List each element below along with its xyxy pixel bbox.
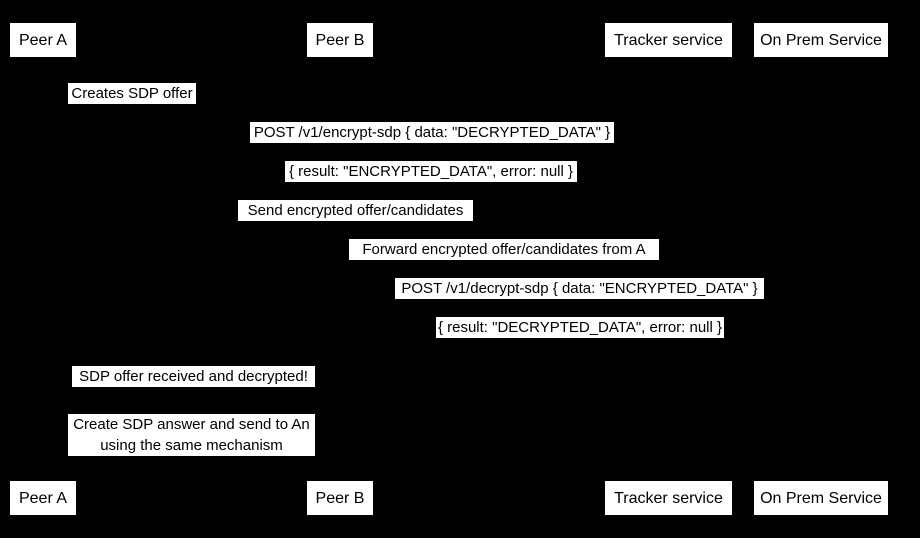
participant-box-peer-b-bottom[interactable]: Peer B [307, 481, 373, 515]
participant-box-on-prem-top[interactable]: On Prem Service [754, 23, 888, 57]
participant-box-on-prem-bottom[interactable]: On Prem Service [754, 481, 888, 515]
lifeline-on-prem [821, 57, 822, 481]
message-label-post-decrypt-sdp: POST /v1/decrypt-sdp { data: "ENCRYPTED_… [395, 278, 764, 299]
lifeline-peer-b [340, 57, 341, 481]
message-label-creates-sdp-offer: Creates SDP offer [68, 83, 196, 104]
participant-box-tracker-bottom[interactable]: Tracker service [605, 481, 732, 515]
arrow-line-post-decrypt-sdp [340, 260, 821, 261]
message-label-post-encrypt-sdp: POST /v1/encrypt-sdp { data: "DECRYPTED_… [250, 122, 614, 143]
arrow-line-decrypt-sdp-result [340, 299, 821, 300]
message-label-decrypt-sdp-result: { result: "DECRYPTED_DATA", error: null … [436, 317, 724, 338]
message-label-create-sdp-answer-line-2: using the same mechanism [100, 437, 283, 454]
message-label-sdp-offer-received: SDP offer received and decrypted! [72, 366, 315, 387]
message-label-encrypt-sdp-result: { result: "ENCRYPTED_DATA", error: null … [285, 161, 577, 182]
participant-box-peer-a-bottom[interactable]: Peer A [10, 481, 76, 515]
message-label-send-encrypted-offer: Send encrypted offer/candidates [238, 200, 473, 221]
arrow-line-forward-encrypted-offer [340, 221, 668, 222]
arrow-line-post-encrypt-sdp [43, 104, 821, 105]
participant-box-tracker-top[interactable]: Tracker service [605, 23, 732, 57]
arrow-line-encrypt-sdp-result [43, 143, 821, 144]
message-label-forward-encrypted-offer: Forward encrypted offer/candidates from … [349, 239, 659, 260]
lifeline-peer-a [43, 57, 44, 481]
participant-box-peer-a-top[interactable]: Peer A [10, 23, 76, 57]
lifeline-tracker [668, 57, 669, 481]
message-label-create-sdp-answer-line-1: Create SDP answer and send to An [73, 416, 310, 433]
arrow-line-sdp-offer-received [43, 348, 340, 349]
participant-box-peer-b-top[interactable]: Peer B [307, 23, 373, 57]
arrow-line-send-encrypted-offer [43, 182, 668, 183]
message-label-create-sdp-answer: Create SDP answer and send to An using t… [68, 414, 315, 456]
